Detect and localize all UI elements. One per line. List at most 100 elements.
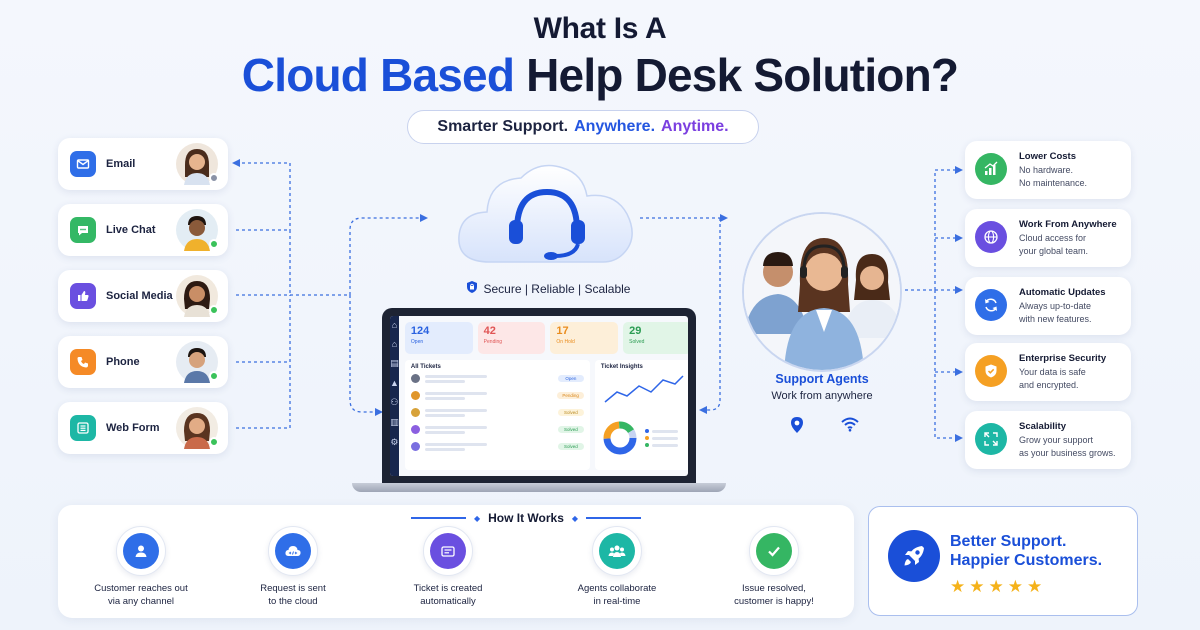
- channel-card-phone: Phone: [58, 336, 228, 388]
- title-highlight: Cloud Based: [241, 49, 515, 101]
- customer-avatar: [176, 209, 219, 251]
- channel-label: Phone: [106, 356, 140, 368]
- ticket-text-placeholder: [424, 408, 487, 417]
- check-icon: [756, 533, 792, 569]
- insights-panel: Ticket Insights: [594, 360, 688, 470]
- customer-avatar: [176, 143, 219, 185]
- gear-icon[interactable]: ⚙: [390, 437, 399, 447]
- tickets-title: All Tickets: [410, 364, 441, 370]
- dashboard-main: 124 Open 42 Pending 17 On Hold 29 Solved: [399, 316, 688, 476]
- insights-title: Ticket Insights: [600, 364, 643, 370]
- promo-line-1: Better Support.: [950, 533, 1067, 550]
- users-icon[interactable]: ⚇: [390, 397, 399, 407]
- stat-label: Pending: [483, 339, 503, 345]
- stat-label: Solved: [629, 339, 645, 345]
- step-issue-resolved: Issue resolved, customer is happy!: [709, 526, 839, 608]
- trend-line-graphic: [604, 375, 684, 403]
- benefit-desc: Your data is safe and encrypted.: [1019, 367, 1086, 390]
- step-ticket-created: Ticket is created automatically: [383, 526, 513, 608]
- home-icon[interactable]: ⌂: [391, 320, 398, 330]
- cloud-upload-icon: [275, 533, 311, 569]
- agents-title: Support Agents: [775, 372, 869, 386]
- chat-icon: [70, 217, 96, 243]
- status-badge: Solved: [557, 443, 584, 450]
- tagline-pill: Smarter Support. Anywhere. Anytime.: [407, 110, 759, 144]
- status-badge: Solved: [557, 426, 584, 433]
- benefit-title: Automatic Updates: [1019, 287, 1106, 298]
- benefit-title: Enterprise Security: [1019, 353, 1107, 364]
- user-avatar-dot: [410, 408, 420, 417]
- stat-card-pending[interactable]: 42 Pending: [477, 322, 546, 354]
- stat-value: 29: [629, 325, 642, 337]
- inbox-icon[interactable]: ▤: [390, 358, 399, 368]
- step-label: Issue resolved, customer is happy!: [734, 583, 814, 607]
- customer-avatar: [176, 341, 219, 383]
- channel-label: Email: [106, 158, 136, 170]
- thumbs-up-icon: [70, 283, 96, 309]
- rating-stars: ★★★★★: [950, 577, 1047, 596]
- dashboard-sidebar: ⌂ ⌂ ▤ ▲ ⚇ ▥ ⚙: [390, 316, 399, 476]
- wifi-icon: [840, 416, 860, 439]
- chart-up-icon: [975, 153, 1007, 185]
- reports-icon[interactable]: ▥: [390, 417, 399, 427]
- status-badge: Solved: [557, 409, 584, 416]
- agent-icons: [790, 416, 860, 439]
- benefit-card-enterprise-security: Enterprise Security Your data is safe an…: [965, 343, 1131, 401]
- benefit-card-scalability: Scalability Grow your support as your bu…: [965, 411, 1131, 469]
- cloud-features: Secure | Reliable | Scalable: [455, 280, 640, 297]
- laptop-dashboard: ⌂ ⌂ ▤ ▲ ⚇ ▥ ⚙ 124 Open 42 Pending 17 On …: [382, 308, 696, 484]
- ticket-text-placeholder: [424, 391, 487, 400]
- benefit-desc: Always up-to-date with new features.: [1019, 301, 1092, 324]
- stat-card-on-hold[interactable]: 17 On Hold: [550, 322, 619, 354]
- step-label: Customer reaches out via any channel: [94, 583, 188, 607]
- shield-check-icon: [975, 355, 1007, 387]
- stat-label: On Hold: [556, 339, 575, 345]
- channel-card-web-form: Web Form: [58, 402, 228, 454]
- user-icon: [123, 533, 159, 569]
- status-badge: Open: [557, 375, 584, 382]
- table-row[interactable]: Solved: [410, 421, 584, 438]
- stat-value: 17: [556, 325, 569, 337]
- stat-label: Open: [410, 339, 424, 345]
- tagline-part-3: Anytime.: [661, 118, 729, 135]
- tagline-part-1: Smarter Support.: [437, 118, 569, 135]
- benefit-title: Work From Anywhere: [1019, 219, 1117, 230]
- user-avatar-dot: [410, 425, 420, 434]
- user-avatar-dot: [410, 442, 420, 451]
- tray-icon[interactable]: ▲: [390, 378, 399, 388]
- benefit-desc: No hardware. No maintenance.: [1019, 165, 1088, 188]
- promo-line-2: Happier Customers.: [950, 552, 1103, 569]
- stat-card-open[interactable]: 124 Open: [404, 322, 473, 354]
- step-request-sent: Request is sent to the cloud: [228, 526, 358, 608]
- lock-icon: [465, 280, 479, 297]
- title-rest: Help Desk Solution?: [526, 49, 959, 101]
- step-customer-reaches-out: Customer reaches out via any channel: [76, 526, 206, 608]
- globe-icon: [975, 221, 1007, 253]
- expand-icon: [975, 423, 1007, 455]
- user-avatar-dot: [410, 391, 420, 400]
- headset-icon: [509, 188, 585, 260]
- dashboard-screen: ⌂ ⌂ ▤ ▲ ⚇ ▥ ⚙ 124 Open 42 Pending 17 On …: [390, 316, 688, 476]
- laptop-base: [352, 483, 726, 492]
- agent-center: [784, 238, 864, 370]
- step-label: Request is sent to the cloud: [260, 583, 326, 607]
- ticket-text-placeholder: [424, 425, 487, 434]
- customer-avatar: [176, 275, 219, 317]
- table-row[interactable]: Solved: [410, 404, 584, 421]
- channel-card-live-chat: Live Chat: [58, 204, 228, 256]
- team-icon: [599, 533, 635, 569]
- home-icon[interactable]: ⌂: [391, 339, 398, 349]
- donut-chart-graphic: [603, 421, 637, 455]
- user-avatar-dot: [410, 374, 420, 383]
- agents-subtitle: Work from anywhere: [771, 390, 873, 402]
- table-row[interactable]: Pending: [410, 387, 584, 404]
- step-label: Agents collaborate in real-time: [577, 583, 657, 607]
- benefit-card-lower-costs: Lower Costs No hardware. No maintenance.: [965, 141, 1131, 199]
- location-pin-icon: [790, 416, 804, 439]
- step-label: Ticket is created automatically: [413, 583, 483, 607]
- table-row[interactable]: Open: [410, 370, 584, 387]
- table-row[interactable]: Solved: [410, 438, 584, 455]
- stat-card-solved[interactable]: 29 Solved: [623, 322, 688, 354]
